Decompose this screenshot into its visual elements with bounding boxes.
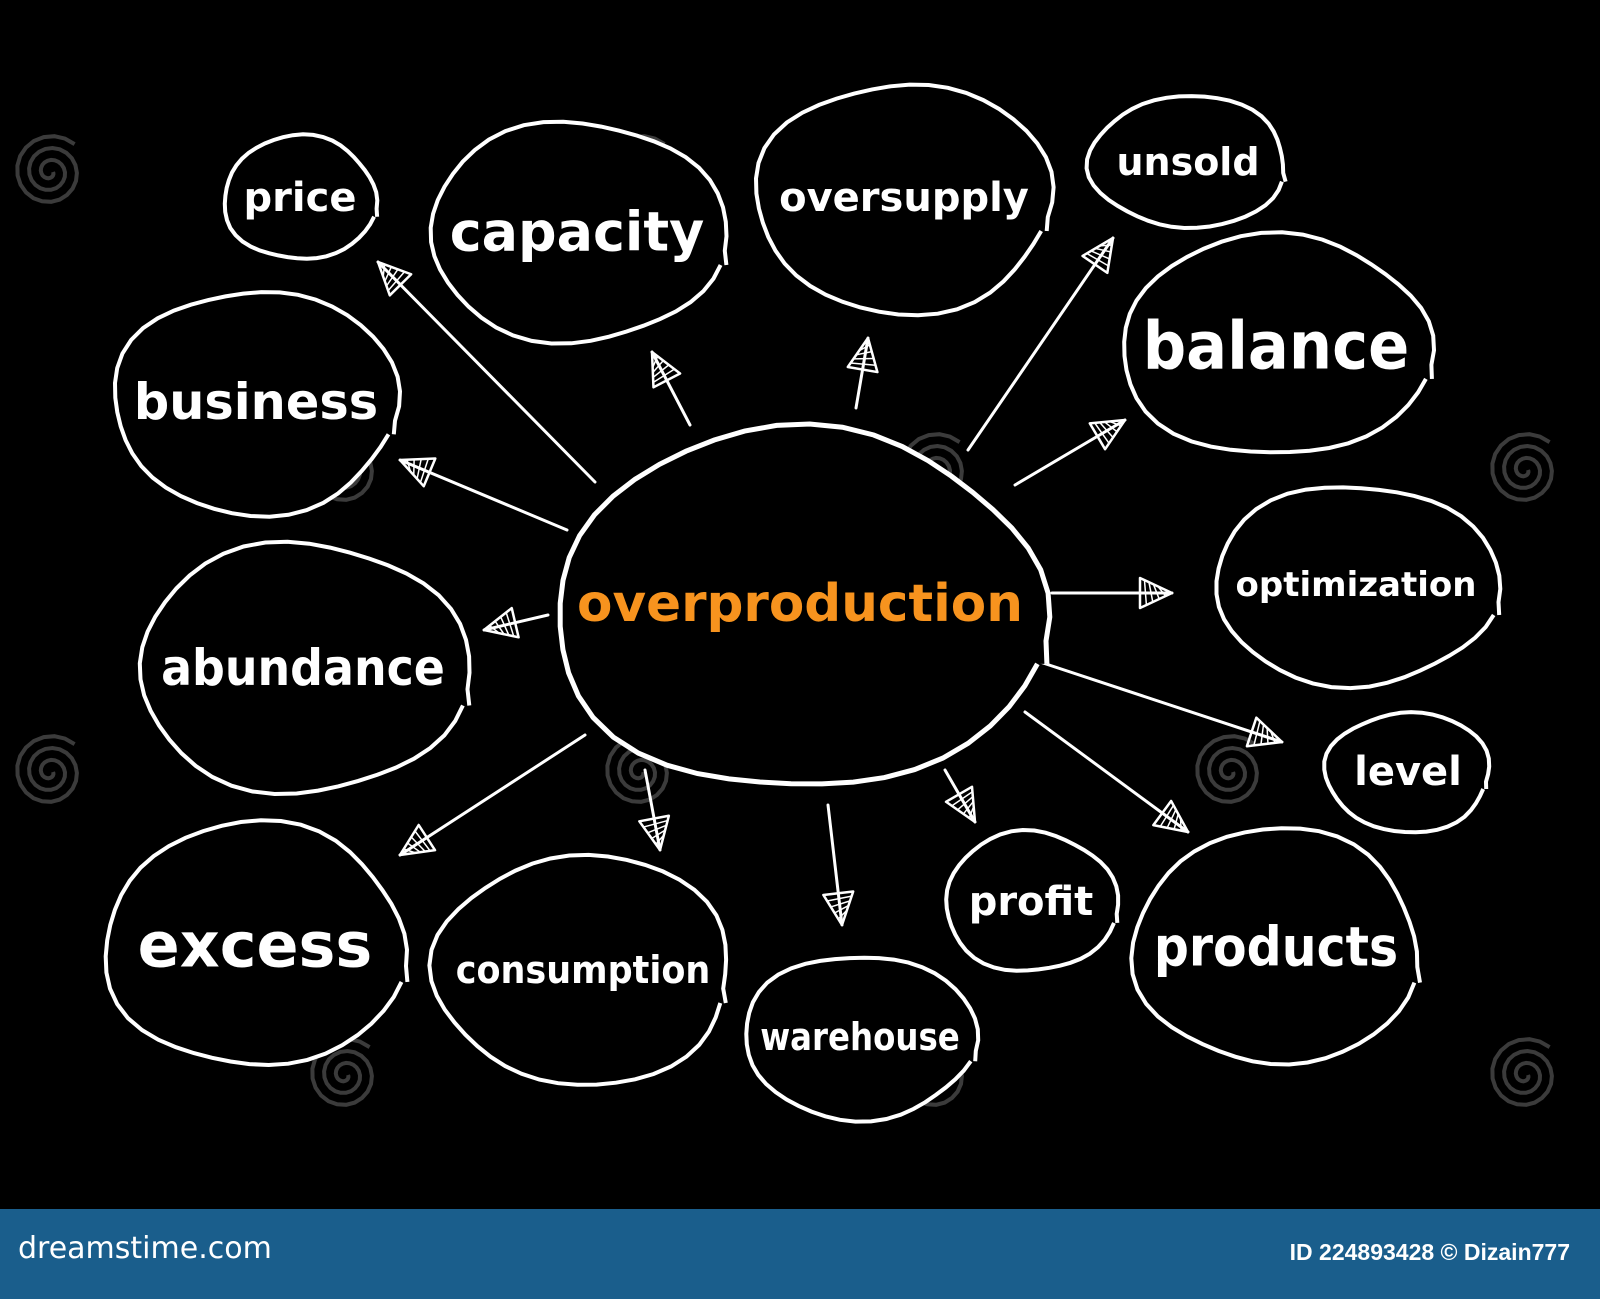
- node-label-level: level: [1354, 749, 1462, 795]
- node-label-oversupply: oversupply: [779, 175, 1029, 221]
- node-bubble-optimization: [1214, 485, 1503, 691]
- node-layer: price capacity oversupply unsold balance opti…: [103, 82, 1503, 1124]
- connector-arrow-excess: [398, 733, 587, 857]
- node-bubble-unsold: [1084, 94, 1288, 231]
- connector-arrow-consumption: [638, 768, 671, 852]
- node-business: business: [112, 290, 403, 519]
- node-label-profit: profit: [969, 879, 1094, 925]
- spiral-watermark-icon: [1195, 734, 1259, 804]
- spiral-watermark-icon: [605, 734, 669, 804]
- node-label-unsold: unsold: [1116, 140, 1259, 184]
- node-label-capacity: capacity: [450, 201, 705, 264]
- node-level: level: [1322, 710, 1492, 835]
- node-label-price: price: [244, 175, 357, 221]
- mind-map-diagram: price capacity oversupply unsold balance opti…: [15, 82, 1554, 1124]
- node-bubble-consumption: [427, 852, 729, 1087]
- node-bubble-capacity: [428, 119, 729, 346]
- node-bubble-abundance: [137, 539, 472, 797]
- node-bubble-profit: [944, 827, 1121, 973]
- connector-arrow-price: [376, 260, 597, 484]
- node-bubble-warehouse: [744, 955, 981, 1124]
- node-optimization: optimization: [1214, 485, 1503, 691]
- spiral-watermark-icon: [15, 734, 79, 804]
- node-balance: balance: [1122, 230, 1437, 455]
- node-warehouse: warehouse: [744, 955, 981, 1124]
- node-excess: excess: [103, 818, 410, 1068]
- connector-arrow-warehouse: [822, 803, 855, 927]
- node-label-optimization: optimization: [1236, 565, 1477, 605]
- connector-arrow-products: [1023, 710, 1190, 834]
- node-bubble-business: [112, 290, 403, 519]
- spiral-watermark-icon: [310, 1037, 374, 1107]
- connector-arrow-abundance: [482, 606, 550, 639]
- connector-arrow-profit: [943, 768, 977, 824]
- node-unsold: unsold: [1084, 94, 1288, 231]
- node-label-excess: excess: [138, 909, 373, 982]
- connector-arrow-oversupply: [846, 336, 879, 410]
- connector-arrow-capacity: [650, 350, 692, 427]
- center-label: overproduction: [577, 574, 1023, 634]
- spiral-watermark-icon: [1490, 1037, 1554, 1107]
- node-label-business: business: [134, 373, 378, 431]
- spiral-watermark-icon: [1490, 432, 1554, 502]
- connector-arrow-balance: [1013, 418, 1127, 487]
- footer-image-id: ID 224893428 © Dizain777: [1289, 1239, 1570, 1265]
- footer-bar: dreamstime.com ID 224893428 © Dizain777: [0, 1209, 1600, 1299]
- spiral-watermark-icon: [15, 134, 79, 204]
- connector-arrow-level: [1038, 660, 1284, 748]
- connector-arrow-unsold: [966, 236, 1115, 452]
- node-abundance: abundance: [137, 539, 472, 797]
- node-label-abundance: abundance: [161, 639, 445, 697]
- node-label-products: products: [1154, 916, 1398, 979]
- connector-arrow-business: [398, 457, 569, 532]
- node-price: price: [222, 132, 380, 261]
- node-profit: profit: [944, 827, 1121, 973]
- node-consumption: consumption: [427, 852, 729, 1087]
- center-node: overproduction: [557, 421, 1053, 787]
- node-label-warehouse: warehouse: [760, 1015, 960, 1059]
- node-oversupply: oversupply: [753, 82, 1056, 318]
- footer-site-name: dreamstime.com: [18, 1231, 272, 1266]
- connector-arrow-optimization: [1050, 576, 1174, 610]
- node-bubble-price: [222, 132, 380, 261]
- node-bubble-products: [1129, 826, 1422, 1067]
- node-label-balance: balance: [1143, 308, 1410, 385]
- node-bubble-balance: [1122, 230, 1437, 455]
- connector-layer: [376, 236, 1284, 927]
- node-bubble-level: [1322, 710, 1492, 835]
- node-capacity: capacity: [428, 119, 729, 346]
- node-bubble-excess: [103, 818, 410, 1068]
- node-bubble-oversupply: [753, 82, 1056, 318]
- node-products: products: [1129, 826, 1422, 1067]
- node-label-consumption: consumption: [456, 948, 711, 992]
- center-bubble: [557, 421, 1053, 787]
